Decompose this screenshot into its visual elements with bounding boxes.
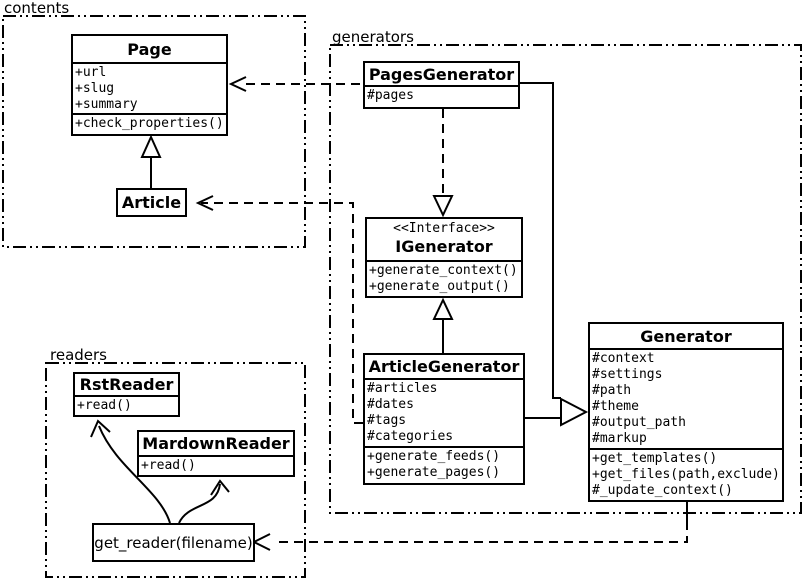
open-arrow-rstreader <box>90 419 111 438</box>
method: #_update_context() <box>592 483 733 498</box>
function-box-get-reader: get_reader(filename) <box>92 523 255 562</box>
class-methods: +generate_feeds() +generate_pages() <box>365 448 523 482</box>
attribute: #tags <box>367 413 407 428</box>
class-box-article: Article <box>116 188 187 217</box>
attribute: #pages <box>367 88 414 103</box>
class-methods: +read() <box>75 397 178 415</box>
attribute: #categories <box>367 429 454 444</box>
class-methods: +check_properties() <box>73 115 226 133</box>
attribute: #output_path <box>592 415 686 430</box>
method: +check_properties() <box>75 116 224 131</box>
method: +read() <box>141 458 196 473</box>
class-title: ArticleGenerator <box>365 355 523 380</box>
class-box-pagesgenerator: PagesGenerator #pages <box>363 61 520 109</box>
open-arrow-article <box>195 195 214 211</box>
edge-pagesgenerator-to-generator <box>520 82 561 399</box>
class-title: RstReader <box>75 374 178 397</box>
open-arrow-page <box>228 76 247 92</box>
triangle-arrow-generator <box>560 397 589 427</box>
package-label-generators: generators <box>332 28 414 46</box>
class-title: Article <box>121 193 182 212</box>
method: +generate_pages() <box>367 465 501 480</box>
open-arrow-getreader <box>251 533 271 551</box>
attribute: #settings <box>592 367 663 382</box>
edge-articlegenerator-to-article <box>201 202 363 424</box>
class-title: MardownReader <box>139 432 293 457</box>
edge-generator-to-getreader <box>273 521 688 543</box>
package-readers-border <box>45 362 306 578</box>
triangle-arrow-igenerator-bottom <box>432 297 454 320</box>
edge-getreader-to-mardownreader <box>178 483 221 524</box>
class-box-articlegenerator: ArticleGenerator #articles #dates #tags … <box>363 353 525 485</box>
class-attributes: +url +slug +summary <box>73 64 226 115</box>
attribute: #context <box>592 351 655 366</box>
class-box-rstreader: RstReader +read() <box>73 372 180 417</box>
class-methods: +get_templates() +get_files(path,exclude… <box>590 450 782 500</box>
triangle-arrow-igenerator-top <box>432 195 454 218</box>
class-methods: +generate_context() +generate_output() <box>367 262 521 296</box>
method: +get_templates() <box>592 451 718 466</box>
class-stereotype: <<Interface>> <box>393 221 495 236</box>
class-attributes: #articles #dates #tags #categories <box>365 380 523 448</box>
class-attributes: #pages <box>365 87 518 105</box>
class-attributes: #context #settings #path #theme #output_… <box>590 350 782 450</box>
attribute: #dates <box>367 397 414 412</box>
package-contents-border <box>2 15 306 248</box>
attribute: +slug <box>75 81 115 96</box>
triangle-arrow-page <box>140 134 162 158</box>
class-title: PagesGenerator <box>365 63 518 87</box>
class-box-mardownreader: MardownReader +read() <box>137 430 295 477</box>
method: +generate_feeds() <box>367 449 501 464</box>
class-title: IGenerator <box>395 236 493 256</box>
package-label-contents: contents <box>4 0 70 17</box>
attribute: #theme <box>592 399 639 414</box>
attribute: #markup <box>592 431 647 446</box>
open-arrow-mardownreader <box>210 479 230 496</box>
class-title: Generator <box>590 324 782 350</box>
method: +generate_context() <box>369 263 518 278</box>
method: +get_files(path,exclude) <box>592 467 780 482</box>
method: +read() <box>77 398 132 413</box>
edge-getreader-to-rstreader <box>98 425 171 524</box>
class-box-igenerator: <<Interface>> IGenerator +generate_conte… <box>365 217 523 298</box>
attribute: #path <box>592 383 632 398</box>
class-header: <<Interface>> IGenerator <box>367 219 521 262</box>
method: +generate_output() <box>369 279 510 294</box>
attribute: #articles <box>367 381 438 396</box>
class-box-generator: Generator #context #settings #path #them… <box>588 322 784 502</box>
class-methods: +read() <box>139 457 293 475</box>
attribute: +url <box>75 65 107 80</box>
class-title: Page <box>73 36 226 64</box>
package-generators-border <box>329 44 802 514</box>
class-box-page: Page +url +slug +summary +check_properti… <box>71 34 228 136</box>
package-label-readers: readers <box>50 346 107 364</box>
attribute: +summary <box>75 97 138 112</box>
